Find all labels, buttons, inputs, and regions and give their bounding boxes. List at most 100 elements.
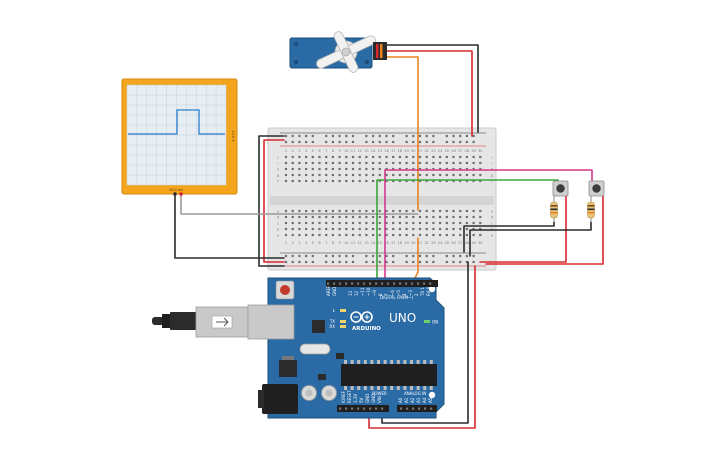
breadboard-hole[interactable]: [452, 161, 455, 165]
rail-hole[interactable]: [345, 260, 348, 264]
breadboard-hole[interactable]: [385, 209, 388, 213]
breadboard-hole[interactable]: [459, 173, 462, 177]
breadboard-hole[interactable]: [372, 209, 375, 213]
rail-hole[interactable]: [345, 140, 348, 144]
breadboard-hole[interactable]: [432, 233, 435, 237]
breadboard-hole[interactable]: [412, 215, 415, 219]
rail-hole[interactable]: [425, 140, 428, 144]
breadboard-hole[interactable]: [358, 161, 361, 165]
scope-probe-signal-terminal[interactable]: [179, 192, 183, 196]
breadboard-hole[interactable]: [372, 221, 375, 225]
rail-hole[interactable]: [284, 260, 288, 264]
wire-left-rail-positive[interactable]: [263, 139, 285, 263]
breadboard-hole[interactable]: [284, 209, 288, 213]
breadboard-hole[interactable]: [318, 155, 321, 159]
header-pin[interactable]: [339, 282, 342, 285]
breadboard-hole[interactable]: [385, 227, 388, 231]
breadboard-hole[interactable]: [372, 227, 375, 231]
breadboard-hole[interactable]: [398, 161, 401, 165]
breadboard-hole[interactable]: [392, 161, 395, 165]
breadboard-hole[interactable]: [459, 215, 462, 219]
rail-hole[interactable]: [338, 260, 341, 264]
breadboard-hole[interactable]: [385, 155, 388, 159]
breadboard-hole[interactable]: [351, 155, 355, 159]
breadboard-hole[interactable]: [459, 209, 462, 213]
breadboard-hole[interactable]: [358, 173, 361, 177]
breadboard-hole[interactable]: [385, 179, 388, 183]
breadboard-hole[interactable]: [479, 173, 482, 177]
breadboard-hole[interactable]: [372, 167, 375, 171]
breadboard-hole[interactable]: [358, 209, 361, 213]
breadboard-hole[interactable]: [472, 209, 475, 213]
wire-resistor1-ground[interactable]: [463, 221, 555, 253]
breadboard-hole[interactable]: [418, 209, 422, 213]
rail-hole[interactable]: [472, 140, 475, 144]
breadboard-hole[interactable]: [378, 215, 381, 219]
header-pin[interactable]: [418, 407, 421, 410]
breadboard-hole[interactable]: [345, 179, 348, 183]
breadboard-hole[interactable]: [445, 167, 448, 171]
header-pin[interactable]: [345, 407, 348, 410]
breadboard-hole[interactable]: [425, 155, 428, 159]
breadboard-hole[interactable]: [284, 179, 288, 183]
breadboard-hole[interactable]: [398, 155, 401, 159]
breadboard-hole[interactable]: [465, 221, 468, 225]
breadboard-hole[interactable]: [338, 167, 341, 171]
breadboard-hole[interactable]: [351, 161, 355, 165]
breadboard-hole[interactable]: [305, 221, 308, 225]
header-pin[interactable]: [399, 282, 402, 285]
rail-hole[interactable]: [351, 260, 355, 264]
rail-hole[interactable]: [351, 254, 355, 258]
rail-hole[interactable]: [331, 140, 334, 144]
breadboard-hole[interactable]: [358, 215, 361, 219]
breadboard-hole[interactable]: [318, 221, 321, 225]
breadboard-hole[interactable]: [331, 227, 334, 231]
breadboard-hole[interactable]: [425, 221, 428, 225]
breadboard-hole[interactable]: [284, 173, 288, 177]
breadboard-hole[interactable]: [338, 179, 341, 183]
breadboard-hole[interactable]: [311, 221, 314, 225]
breadboard-hole[interactable]: [345, 209, 348, 213]
header-pin[interactable]: [424, 407, 427, 410]
breadboard-hole[interactable]: [331, 209, 334, 213]
breadboard-hole[interactable]: [358, 227, 361, 231]
breadboard-hole[interactable]: [351, 221, 355, 225]
breadboard-hole[interactable]: [325, 161, 328, 165]
breadboard-hole[interactable]: [372, 155, 375, 159]
rail-hole[interactable]: [418, 254, 422, 258]
rail-hole[interactable]: [331, 134, 334, 138]
breadboard-hole[interactable]: [472, 233, 475, 237]
breadboard-hole[interactable]: [345, 161, 348, 165]
breadboard-hole[interactable]: [385, 167, 388, 171]
breadboard-hole[interactable]: [439, 155, 442, 159]
resistor-icon[interactable]: [587, 196, 595, 222]
breadboard-hole[interactable]: [291, 173, 294, 177]
wire-button1-power[interactable]: [479, 193, 567, 263]
breadboard-hole[interactable]: [298, 221, 301, 225]
breadboard-hole[interactable]: [284, 233, 288, 237]
breadboard-hole[interactable]: [405, 233, 408, 237]
rail-hole[interactable]: [465, 260, 468, 264]
header-pin[interactable]: [369, 282, 372, 285]
breadboard-hole[interactable]: [418, 167, 422, 171]
breadboard-hole[interactable]: [445, 209, 448, 213]
wire-left-rail-ground[interactable]: [258, 135, 285, 267]
header-pin[interactable]: [405, 282, 408, 285]
breadboard-hole[interactable]: [405, 221, 408, 225]
header-pin[interactable]: [363, 407, 366, 410]
resistor-icon[interactable]: [550, 196, 558, 222]
breadboard-hole[interactable]: [325, 215, 328, 219]
breadboard-hole[interactable]: [298, 155, 301, 159]
breadboard-hole[interactable]: [425, 215, 428, 219]
breadboard-hole[interactable]: [465, 209, 468, 213]
wire-servo-signal[interactable]: [384, 56, 419, 211]
breadboard-hole[interactable]: [452, 233, 455, 237]
rail-hole[interactable]: [338, 254, 341, 258]
rail-hole[interactable]: [445, 140, 448, 144]
header-pin[interactable]: [429, 282, 432, 285]
breadboard-hole[interactable]: [298, 209, 301, 213]
wire-scope-probe[interactable]: [180, 193, 419, 215]
breadboard-hole[interactable]: [472, 173, 475, 177]
breadboard-hole[interactable]: [425, 233, 428, 237]
